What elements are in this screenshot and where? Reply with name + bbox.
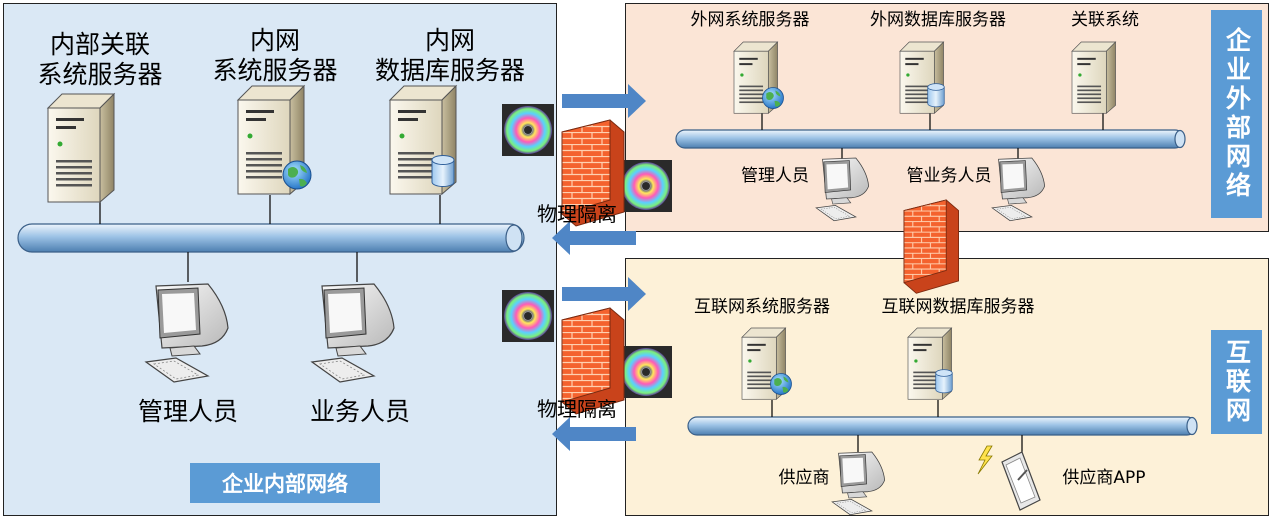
external-backbone-pipe [675, 129, 1186, 149]
internet-badge: 互联网 [1211, 330, 1262, 434]
globe-icon [282, 160, 312, 190]
firewall-icon [903, 199, 959, 294]
related-system-label: 关联系统 [1071, 10, 1139, 30]
cd-icon [502, 104, 554, 156]
database-icon [431, 155, 455, 187]
internal-network-badge: 企业内部网络 [190, 463, 380, 503]
external-staff-label: 管业务人员 [906, 166, 992, 186]
internal-related-server-icon [47, 93, 115, 203]
internal-manager-computer-icon [145, 283, 229, 383]
internet-connection-lines [771, 400, 1023, 452]
database-icon [935, 369, 953, 394]
arrow-icon [562, 84, 646, 118]
arrow-icon [552, 221, 636, 255]
cd-icon [502, 290, 554, 342]
related-system-server-icon [1071, 41, 1116, 114]
globe-icon [770, 373, 792, 395]
supplier-label: 供应商 [778, 468, 830, 488]
internal-staff-label: 业务人员 [309, 397, 410, 426]
tablet-icon [1001, 451, 1041, 511]
intranet-database-server-label: 内网 数据库服务器 [374, 26, 525, 85]
globe-icon [762, 87, 784, 109]
internal-related-server-label: 内部关联 系统服务器 [37, 30, 163, 89]
extranet-system-server-label: 外网系统服务器 [690, 10, 810, 30]
database-icon [927, 83, 945, 108]
physical-isolation-label-bottom: 物理隔离 [537, 397, 617, 421]
external-network-badge: 企业外部网络 [1211, 10, 1262, 218]
physical-isolation-label-top: 物理隔离 [537, 202, 617, 226]
internal-staff-computer-icon [311, 283, 395, 383]
intranet-system-server-label: 内网 系统服务器 [212, 26, 338, 85]
supplier-app-label: 供应商APP [1062, 468, 1146, 488]
internet-system-server-label: 互联网系统服务器 [694, 297, 830, 317]
extranet-database-server-label: 外网数据库服务器 [870, 10, 1006, 30]
cd-icon [620, 346, 672, 398]
external-manager-label: 管理人员 [741, 166, 809, 186]
internet-database-server-label: 互联网数据库服务器 [881, 297, 1035, 317]
external-network-zone [625, 3, 1269, 232]
internal-manager-label: 管理人员 [137, 397, 238, 426]
arrow-icon [552, 417, 636, 451]
arrow-icon [562, 277, 646, 311]
lightning-icon [977, 445, 993, 475]
internet-backbone-pipe [687, 416, 1198, 436]
internal-backbone-pipe [17, 223, 525, 253]
external-connection-lines [761, 113, 1104, 160]
